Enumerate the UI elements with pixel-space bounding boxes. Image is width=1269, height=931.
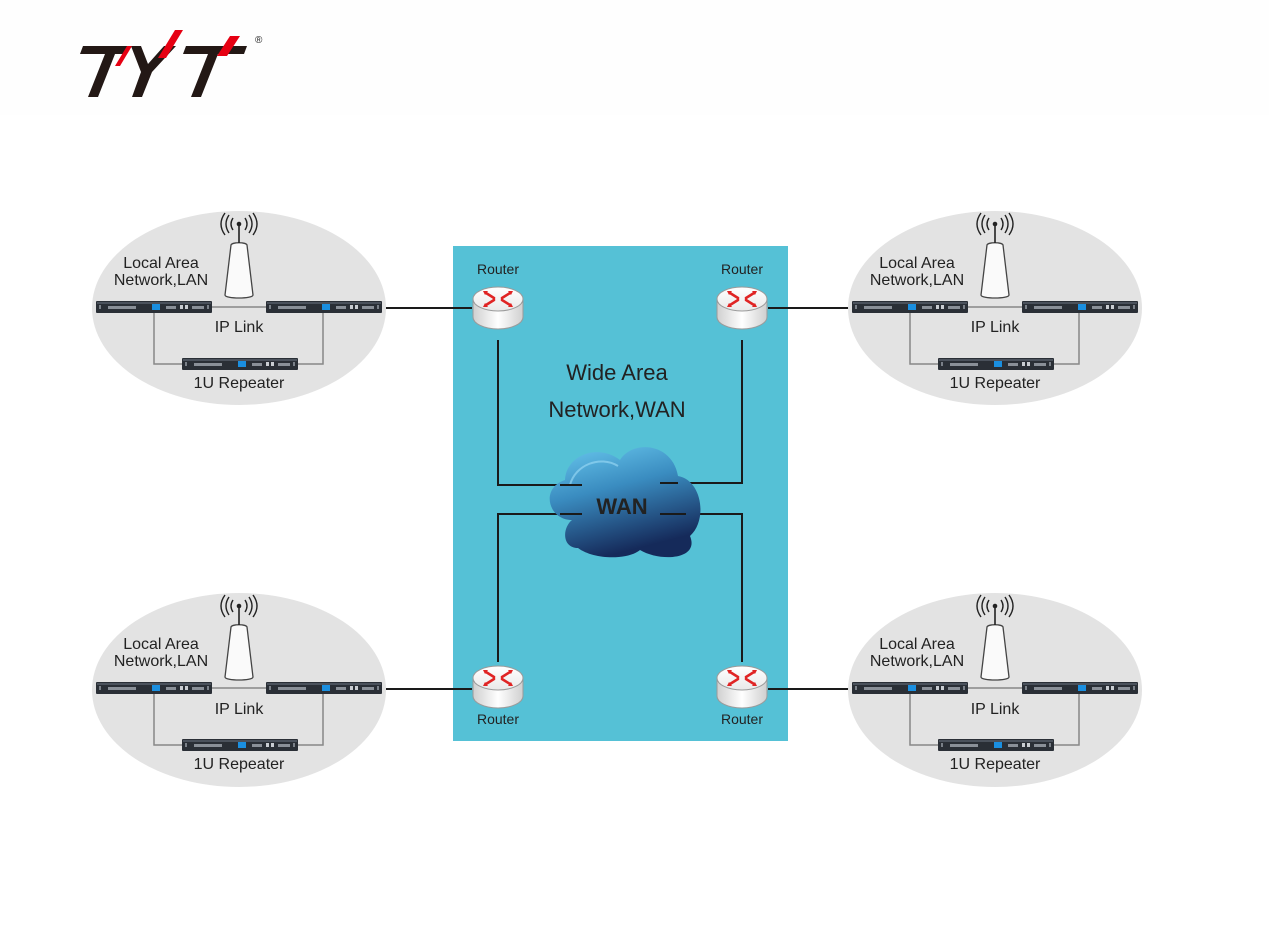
wan-cloud — [549, 447, 701, 558]
repeater-label: 1U Repeater — [950, 375, 1041, 392]
ip-link-label: IP Link — [215, 701, 265, 718]
lan-top-right: Local Area Network,LAN IP Link 1U Repeat… — [848, 211, 1142, 405]
ip-link-label: IP Link — [971, 701, 1021, 718]
lan-title-line2: Network,LAN — [114, 272, 208, 289]
repeater-unit — [938, 739, 1054, 751]
repeater-unit — [852, 682, 968, 694]
wan-cloud-label: WAN — [596, 494, 647, 519]
router-label: Router — [477, 711, 519, 727]
repeater-unit — [96, 301, 212, 313]
lan-title-line1: Local Area — [123, 255, 199, 272]
router-icon — [716, 664, 768, 710]
repeater-unit — [182, 358, 298, 370]
wan-title-line1: Wide Area — [566, 360, 668, 385]
lan-top-left: Local Area Network,LAN IP Link 1U Repeat… — [92, 211, 386, 405]
lan-bottom-right: Local Area Network,LAN IP Link 1U Repeat… — [848, 593, 1142, 787]
router-label: Router — [477, 261, 519, 277]
repeater-unit — [1022, 301, 1138, 313]
repeater-unit — [852, 301, 968, 313]
repeater-unit — [266, 682, 382, 694]
repeater-unit — [938, 358, 1054, 370]
lan-title-line1: Local Area — [879, 636, 955, 653]
ip-link-label: IP Link — [215, 319, 265, 336]
repeater-label: 1U Repeater — [194, 756, 285, 773]
tyt-logo: ® — [80, 30, 263, 97]
wan-title-line2: Network,WAN — [548, 397, 685, 422]
repeater-unit — [96, 682, 212, 694]
repeater-label: 1U Repeater — [194, 375, 285, 392]
lan-title-line1: Local Area — [879, 255, 955, 272]
ip-link-label: IP Link — [971, 319, 1021, 336]
router-icon — [472, 664, 524, 710]
lan-title-line2: Network,LAN — [114, 653, 208, 670]
lan-title-line1: Local Area — [123, 636, 199, 653]
repeater-unit — [1022, 682, 1138, 694]
router-label: Router — [721, 261, 763, 277]
router-icon — [716, 285, 768, 331]
router-bottom-left: Router — [472, 664, 524, 727]
lan-title-line2: Network,LAN — [870, 653, 964, 670]
repeater-unit — [182, 739, 298, 751]
registered-mark: ® — [255, 35, 263, 46]
lan-bottom-left: Local Area Network,LAN IP Link 1U Repeat… — [92, 593, 386, 787]
repeater-unit — [266, 301, 382, 313]
repeater-label: 1U Repeater — [950, 756, 1041, 773]
router-label: Router — [721, 711, 763, 727]
router-icon — [472, 285, 524, 331]
router-top-left: Router — [472, 261, 524, 331]
router-bottom-right: Router — [716, 664, 768, 727]
lan-title-line2: Network,LAN — [870, 272, 964, 289]
router-lan-links — [386, 307, 850, 690]
router-top-right: Router — [716, 261, 768, 331]
